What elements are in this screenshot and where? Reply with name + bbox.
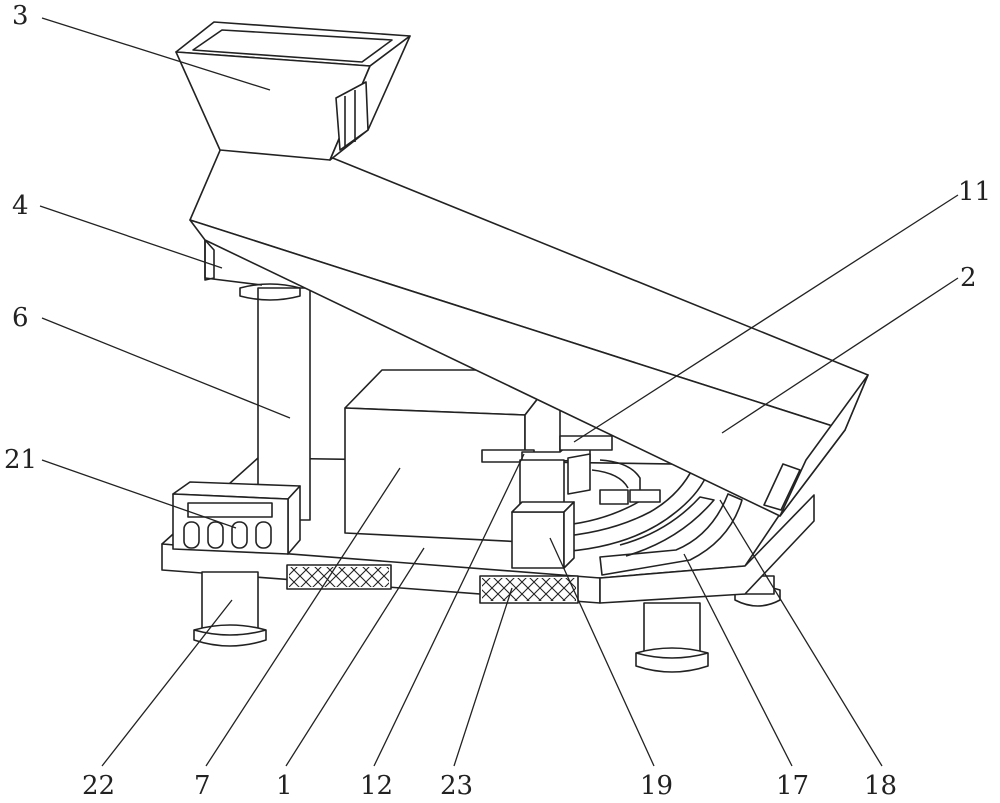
leader-17	[683, 553, 793, 767]
label-22: 22	[82, 771, 115, 801]
leader-3	[41, 17, 271, 91]
front-leg-right	[635, 602, 709, 673]
pad-right	[479, 575, 579, 604]
label-4: 4	[12, 191, 29, 221]
leader-12	[373, 453, 525, 767]
label-23: 23	[440, 771, 473, 801]
support-column	[239, 283, 311, 521]
inclined-chute	[189, 117, 869, 517]
leader-1	[285, 547, 425, 767]
reference-numerals: 3 4 6 21 11 2 22 7 1 12 23 19 17 18	[4, 1, 991, 801]
arc-rail-outer	[599, 493, 743, 576]
leader-21	[41, 459, 237, 529]
pad-left	[286, 564, 392, 590]
front-leg-left	[193, 571, 267, 647]
chute-outlet	[763, 463, 801, 511]
leader-19	[549, 537, 655, 767]
bracket-block	[511, 501, 575, 569]
label-7: 7	[194, 771, 211, 801]
label-18: 18	[864, 771, 897, 801]
motor-box-front	[344, 407, 526, 543]
display-screen	[187, 502, 273, 518]
leader-22	[101, 599, 233, 767]
control-panel	[172, 481, 301, 555]
chute-bottom-face	[204, 239, 215, 281]
label-17: 17	[776, 771, 809, 801]
label-3: 3	[12, 1, 29, 31]
label-6: 6	[12, 303, 29, 333]
leader-23	[453, 587, 513, 767]
hopper	[175, 21, 411, 161]
chute-end	[779, 374, 869, 517]
leader-18	[719, 499, 883, 767]
label-21: 21	[4, 445, 37, 475]
label-11: 11	[958, 177, 991, 207]
leader-7	[205, 467, 401, 767]
label-1: 1	[276, 771, 293, 801]
leader-11	[573, 194, 959, 443]
leader-lines	[39, 17, 959, 767]
leader-4	[39, 205, 223, 269]
hopper-neck	[335, 81, 369, 151]
button-1	[183, 521, 200, 549]
button-4	[255, 521, 272, 549]
button-2	[207, 521, 224, 549]
label-12: 12	[360, 771, 393, 801]
leader-2	[721, 277, 959, 434]
label-2: 2	[960, 263, 977, 293]
leader-6	[41, 317, 291, 419]
button-3	[231, 521, 248, 549]
label-19: 19	[640, 771, 673, 801]
base-plate-side	[599, 494, 815, 604]
